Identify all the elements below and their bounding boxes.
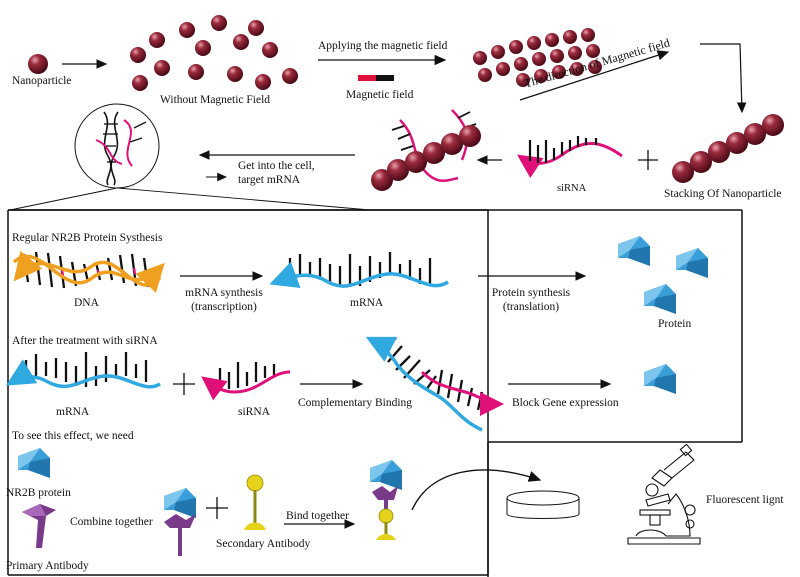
regular-heading: Regular NR2B Protein Systhesis (12, 232, 163, 244)
without-field-label: Without Magnetic Field (160, 94, 271, 106)
process-box-outline (7, 209, 743, 576)
arrow-field-direction (519, 50, 670, 101)
sirna-treatment-label: siRNA (238, 406, 270, 418)
microscope-icon (627, 443, 701, 545)
nr2b-protein-icon (18, 448, 50, 478)
complementary-binding-duplex (365, 336, 504, 432)
arrow-to-dish (411, 469, 542, 511)
plus-sign-detect (206, 497, 228, 519)
stacked-nanoparticles (672, 114, 784, 183)
protein-cluster (618, 236, 708, 314)
complementary-binding-label: Complementary Binding (298, 397, 413, 409)
detect-heading: To see this effect, we need (12, 430, 134, 442)
applying-field-label: Applying the magnetic field (318, 40, 448, 52)
petri-dish-icon (506, 490, 580, 519)
dna-label: DNA (74, 297, 99, 309)
bound-complex (370, 460, 402, 540)
bind-together-label: Bind together (286, 510, 349, 522)
arrow-to-stacking (700, 43, 747, 114)
sirna-top-label: siRNA (557, 183, 587, 194)
random-nanoparticles (130, 15, 298, 91)
block-gene-label: Block Gene expression (512, 397, 619, 409)
mrna-treatment-label: mRNA (56, 406, 90, 418)
nr2b-protein-label: NR2B protein (6, 487, 71, 499)
mrna-regular-label: mRNA (350, 297, 384, 309)
fluorescent-light-label: Fluorescent lignt (706, 494, 784, 506)
stacking-label: Stacking Of Nanoparticle (664, 188, 782, 200)
combine-together-label: Combine together (70, 516, 153, 528)
magnetic-field-label: Magnetic field (346, 89, 414, 101)
treatment-heading: After the treatment with siRNA (12, 335, 158, 347)
mrna-strand-treatment (5, 352, 161, 389)
secondary-antibody-icon (244, 474, 266, 530)
mrna-synthesis-label-2: (transcription) (191, 301, 257, 313)
primary-antibody-icon (22, 504, 56, 548)
cell-zoom-circle (9, 103, 371, 211)
sirna-strand-top (517, 136, 623, 178)
nanoparticle-label: Nanoparticle (12, 75, 72, 87)
primary-antibody-label: Primary Antibody (6, 560, 89, 572)
single-nanoparticle (28, 54, 48, 74)
magnetic-field-icon (358, 75, 394, 81)
mrna-strand-regular (269, 252, 449, 288)
get-into-cell-label-2: target mRNA (238, 174, 301, 186)
protein-synthesis-label-2: (translation) (502, 301, 560, 313)
protein-synthesis-label-1: Protein synthesis (491, 287, 571, 299)
nanoparticle-sirna-complex (371, 109, 481, 191)
sirna-strand-treatment (201, 362, 291, 401)
secondary-antibody-label: Secondary Antibody (216, 538, 311, 550)
aligned-nanoparticles (473, 28, 602, 87)
dna-double-helix (12, 250, 165, 293)
combined-protein-antibody (164, 488, 196, 556)
plus-sign-top (638, 150, 658, 170)
plus-sign-treatment (173, 373, 195, 395)
protein-single (644, 364, 676, 394)
get-into-cell-label-1: Get into the cell, (238, 160, 315, 172)
protein-label: Protein (658, 318, 692, 330)
mrna-synthesis-label-1: mRNA synthesis (185, 287, 263, 299)
